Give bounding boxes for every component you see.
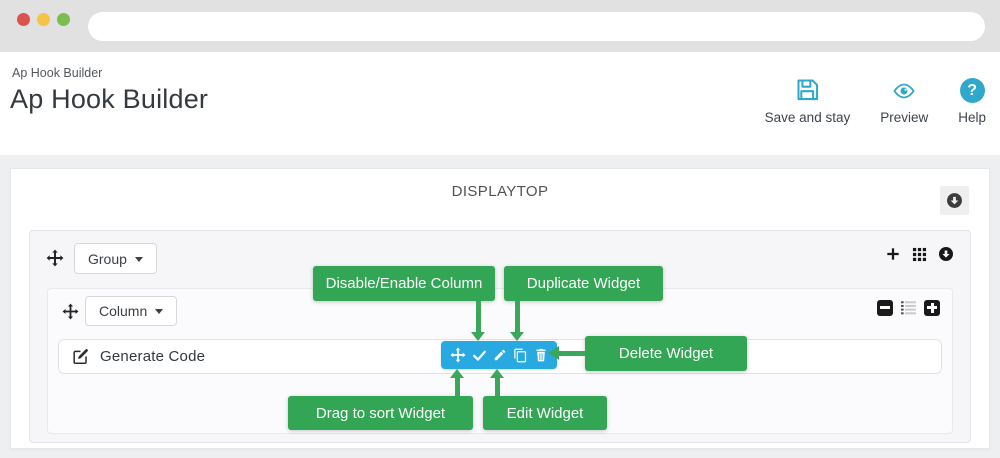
move-icon[interactable] <box>62 303 79 320</box>
page-title: Ap Hook Builder <box>10 84 209 114</box>
annotation-edit-widget: Edit Widget <box>483 396 607 430</box>
page-header: Ap Hook Builder Ap Hook Builder Save and… <box>0 52 1000 155</box>
group-dropdown-label: Group <box>88 250 127 267</box>
copy-icon[interactable] <box>513 348 528 363</box>
minus-square-icon[interactable] <box>877 299 893 316</box>
annotation-duplicate-widget: Duplicate Widget <box>504 266 663 301</box>
plus-square-icon[interactable] <box>924 299 940 316</box>
header-actions: Save and stay Preview ? Help <box>765 76 986 125</box>
group-collapse-button[interactable] <box>938 246 954 262</box>
column-dropdown[interactable]: Column <box>85 296 178 326</box>
circle-arrow-down-icon <box>946 192 963 209</box>
pencil-icon[interactable] <box>493 348 507 362</box>
group-header-actions <box>885 246 954 262</box>
list-icon[interactable] <box>900 299 917 316</box>
save-and-stay-label: Save and stay <box>764 110 851 125</box>
preview-label: Preview <box>880 110 929 125</box>
browser-titlebar <box>0 0 1000 52</box>
annotation-delete-widget: Delete Widget <box>585 336 747 371</box>
move-icon[interactable] <box>46 249 64 267</box>
edit-pencil-square-icon <box>71 347 90 366</box>
section-heading: DISPLAYTOP <box>451 183 549 200</box>
column-dropdown-label: Column <box>99 303 148 319</box>
check-icon[interactable] <box>472 348 487 363</box>
plus-icon <box>885 246 901 262</box>
circle-arrow-down-icon <box>938 246 954 262</box>
help-label: Help <box>958 110 986 125</box>
preview-button[interactable]: Preview <box>880 79 928 125</box>
url-bar[interactable] <box>88 12 985 41</box>
floppy-disk-icon <box>794 76 821 103</box>
annotation-drag-to-sort-widget: Drag to sort Widget <box>288 396 473 430</box>
maximize-window-icon[interactable] <box>57 13 70 26</box>
column-header-actions <box>877 299 940 316</box>
widget-toolbar <box>441 341 557 369</box>
grid-icon <box>912 247 927 262</box>
add-column-button[interactable] <box>885 246 901 262</box>
help-button[interactable]: ? Help <box>958 78 986 125</box>
group-dropdown[interactable]: Group <box>74 243 157 274</box>
breadcrumb: Ap Hook Builder <box>12 66 103 80</box>
trash-icon[interactable] <box>534 348 548 362</box>
chevron-down-icon <box>155 309 164 314</box>
section-collapse-button[interactable] <box>940 186 969 215</box>
eye-icon <box>890 79 918 103</box>
chevron-down-icon <box>134 256 143 262</box>
move-icon[interactable] <box>450 347 466 363</box>
minimize-window-icon[interactable] <box>37 13 50 26</box>
widget-label: Generate Code <box>100 348 206 365</box>
question-circle-icon: ? <box>959 78 985 103</box>
save-and-stay-button[interactable]: Save and stay <box>764 76 851 125</box>
layout-grid-button[interactable] <box>912 247 927 262</box>
close-window-icon[interactable] <box>17 13 30 26</box>
window-controls <box>17 13 70 26</box>
annotation-disable-enable-column: Disable/Enable Column <box>313 266 495 301</box>
